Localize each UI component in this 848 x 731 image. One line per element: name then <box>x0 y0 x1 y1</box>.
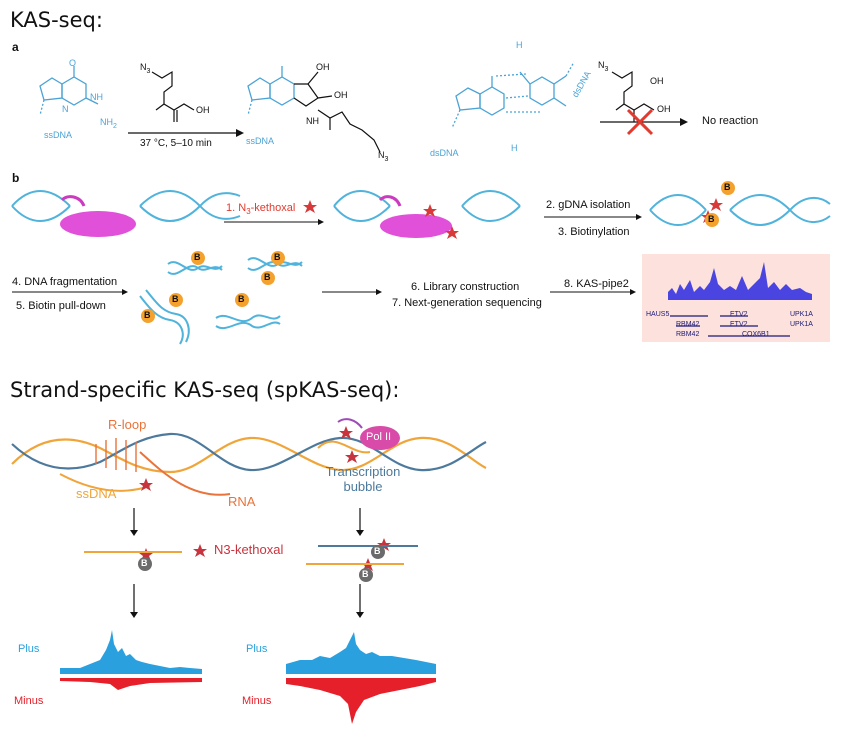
biotin-circles <box>141 181 735 323</box>
ssdna-label-spkas: ssDNA <box>76 486 117 501</box>
reaction-condition: 37 °C, 5–10 min <box>140 138 212 149</box>
dna-helix-2 <box>333 190 521 222</box>
h-label-top: H <box>516 40 523 50</box>
gene-etv2-b: ETV2 <box>730 321 748 328</box>
gene-upk1a-a: UPK1A <box>790 311 813 318</box>
kas-seq-heading: KAS-seq: <box>10 8 103 32</box>
minus-track-left <box>60 678 202 690</box>
biotin-b4: B <box>274 252 281 262</box>
biotin-grey-b1: B <box>141 558 148 568</box>
plus-label-left: Plus <box>18 643 40 655</box>
plus-label-right: Plus <box>246 643 268 655</box>
protein-blob-2 <box>380 214 452 238</box>
gene-cox6b1: COX6B1 <box>742 331 770 338</box>
reagent2-oh-top: OH <box>650 76 664 86</box>
guanine-structure <box>39 66 99 116</box>
kas-signal-track <box>668 262 812 300</box>
o-label: O <box>69 58 77 68</box>
ssdna-label-a: ssDNA <box>44 130 73 140</box>
biotin-grey-b2: B <box>374 546 381 556</box>
gene-haus5: HAUS5 <box>646 311 670 318</box>
reagent-oh-label: OH <box>196 105 210 115</box>
minus-track-right <box>286 678 436 724</box>
product-n: NH <box>306 116 319 126</box>
product-oh2: OH <box>334 90 348 100</box>
product-oh1: OH <box>316 62 330 72</box>
down-arrows <box>133 508 361 612</box>
biotin-b3: B <box>194 252 201 262</box>
rloop-label: R-loop <box>108 417 147 432</box>
minus-label-left: Minus <box>14 695 44 707</box>
product-n3-label: N3 <box>378 150 389 163</box>
step7-text: 7. Next-generation sequencing <box>392 297 542 309</box>
n-label: N <box>62 104 69 114</box>
pol-ii-label: Pol II <box>366 431 392 443</box>
nh-label: NH <box>90 92 103 102</box>
dna-helix-1 <box>11 190 241 222</box>
n3-kethoxal-legend: N3-kethoxal <box>214 542 284 557</box>
gene-rbm42-a: RBM42 <box>676 321 700 328</box>
spkas-helix <box>11 432 487 474</box>
rloop-rungs <box>95 438 137 472</box>
gene-upk1a-b: UPK1A <box>790 321 813 328</box>
step1-text: 1. N3-kethoxal <box>226 202 296 217</box>
reagent2-oh: OH <box>657 104 671 114</box>
rna-label: RNA <box>228 494 256 509</box>
biotin-b2: B <box>708 214 715 224</box>
step5-text: 5. Biotin pull-down <box>16 300 106 312</box>
no-reaction-text: No reaction <box>702 115 759 127</box>
step8-text: 8. KAS-pipe2 <box>564 278 629 290</box>
reagent2-n3-label: N3 <box>598 60 609 73</box>
panel-b-label: b <box>12 171 20 185</box>
step3-text: 3. Biotinylation <box>558 226 630 238</box>
nh2-label: NH2 <box>100 117 117 130</box>
kethoxal-stars-spkas <box>139 426 391 571</box>
h-label-bottom: H <box>511 143 518 153</box>
panel-a-label: a <box>12 40 19 54</box>
dsdna-label-left: dsDNA <box>430 148 459 158</box>
step2-text: 2. gDNA isolation <box>546 199 631 211</box>
step6-text: 6. Library construction <box>411 281 520 293</box>
minus-label-right: Minus <box>242 695 272 707</box>
gene-rbm42-b: RBM42 <box>676 331 700 338</box>
pol-ii-blob <box>360 426 400 450</box>
spkas-seq-heading: Strand-specific KAS-seq (spKAS-seq): <box>10 378 400 402</box>
reagent-n3-label: N3 <box>140 62 151 75</box>
dsdna-base-pair-structure <box>451 61 575 129</box>
biotin-b6: B <box>172 294 179 304</box>
biotin-b1: B <box>724 182 731 192</box>
biotin-grey-circles <box>138 545 385 582</box>
gene-etv2-a: ETV2 <box>730 311 748 318</box>
rna-strand <box>139 451 231 496</box>
biotin-grey-b3: B <box>362 569 369 579</box>
kethoxal-reagent-structure <box>151 70 195 122</box>
biotin-b7: B <box>144 310 151 320</box>
step4-text: 4. DNA fragmentation <box>12 276 118 288</box>
biotin-b5: B <box>264 272 271 282</box>
dna-helix-3 <box>649 194 831 226</box>
plus-track-left <box>60 630 202 674</box>
plus-track-right <box>286 632 436 674</box>
product-ssdna-label: ssDNA <box>246 136 275 146</box>
gene-models <box>670 315 790 337</box>
biotin-b8: B <box>238 294 245 304</box>
protein-blob-1 <box>60 211 136 237</box>
